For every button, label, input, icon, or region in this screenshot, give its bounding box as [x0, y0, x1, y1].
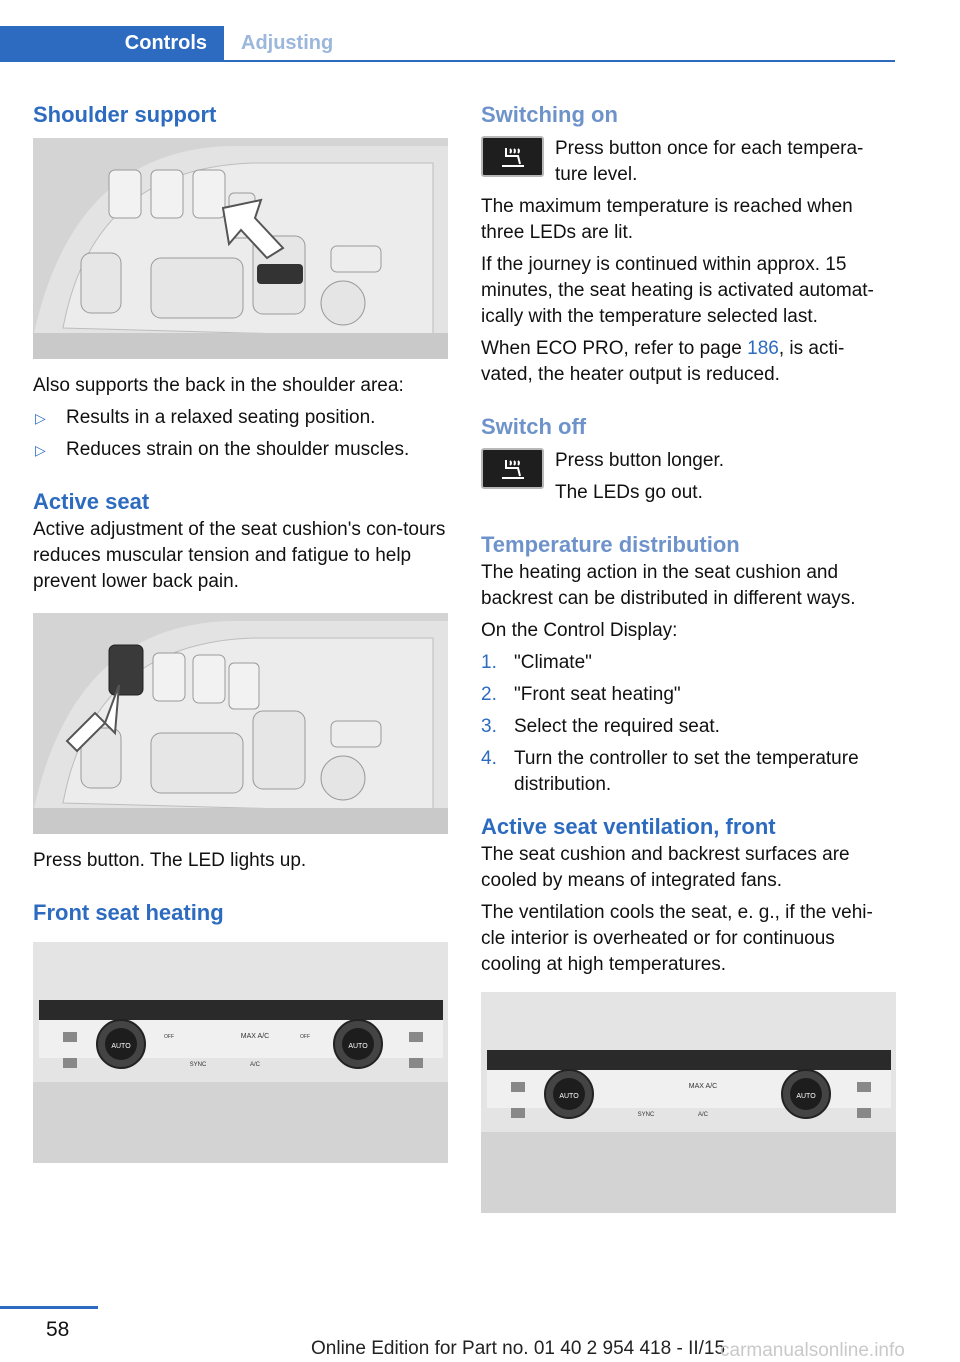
shoulder-benefits-list: ▷Results in a relaxed seating position. … [33, 405, 448, 463]
switch-off-line1: Press button longer. [555, 450, 724, 471]
temp-dist-text: The heating action in the seat cushion a… [481, 562, 856, 609]
active-seat-text: Active adjustment of the seat cushion's … [33, 519, 446, 592]
list-item: 2."Front seat heating" [481, 684, 681, 705]
auto-label-right: AUTO [796, 1093, 816, 1100]
switch-off-row: Press button longer. The LEDs go out. [481, 448, 896, 506]
max-temperature-text: The maximum temperature is reached when … [481, 196, 853, 243]
heading-front-seat-heating: Front seat heating [33, 900, 224, 925]
switching-on-text: Press button once for each tempera-ture … [555, 138, 864, 185]
temp-dist-steps: 1."Climate" 2."Front seat heating" 3.Sel… [481, 650, 896, 798]
control-display-text: On the Control Display: [481, 620, 678, 641]
edition-footer: Online Edition for Part no. 01 40 2 954 … [311, 1338, 726, 1359]
right-column: Switching on Press button once for each … [481, 100, 896, 1213]
triangle-bullet-icon: ▷ [35, 410, 46, 426]
page-link-186[interactable]: 186 [747, 338, 779, 359]
climate-panel-figure: AUTO AUTO MAX A/C SYNC A/C OFF OFF [33, 942, 448, 1163]
max-ac-label: MAX A/C [241, 1033, 269, 1040]
max-ac-label: MAX A/C [689, 1083, 717, 1090]
eco-pro-text: When ECO PRO, refer to page 186, is acti… [481, 338, 845, 385]
list-item: ▷Reduces strain on the shoulder muscles. [33, 437, 448, 463]
list-item: 1."Climate" [481, 652, 592, 673]
header-tabbar: Controls Adjusting [0, 26, 895, 62]
heading-active-seat: Active seat [33, 489, 150, 514]
list-item: ▷Results in a relaxed seating position. [33, 405, 448, 431]
page-number: 58 [46, 1318, 70, 1341]
active-seat-after-figure: Press button. The LED lights up. [33, 850, 307, 871]
journey-continued-text: If the journey is continued within appro… [481, 254, 874, 327]
sync-label: SYNC [190, 1062, 207, 1068]
off-label-left: OFF [164, 1034, 174, 1040]
list-item: 4.Turn the controller to set the tempera… [481, 748, 859, 795]
ventilation-text-2: The ventilation cools the seat, e. g., i… [481, 902, 873, 975]
shoulder-support-text: Also supports the back in the shoulder a… [33, 375, 404, 396]
ac-label: A/C [250, 1062, 261, 1068]
ventilation-text-1: The seat cushion and backrest surfaces a… [481, 844, 850, 891]
heading-temperature-distribution: Temperature distribution [481, 532, 740, 557]
watermark: carmanualsonline.info [720, 1340, 905, 1361]
left-column: Shoulder support Also supports the back … [33, 100, 448, 1163]
seat-controls-active-seat-figure [33, 613, 448, 834]
seat-controls-shoulder-figure [33, 138, 448, 359]
auto-label-left: AUTO [111, 1043, 131, 1050]
auto-label-right: AUTO [348, 1043, 368, 1050]
list-item: 3.Select the required seat. [481, 716, 720, 737]
auto-label-left: AUTO [559, 1093, 579, 1100]
ac-label: A/C [698, 1112, 709, 1118]
heading-switching-on: Switching on [481, 102, 618, 127]
heading-active-seat-ventilation: Active seat ventilation, front [481, 814, 776, 839]
tab-controls[interactable]: Controls [0, 26, 224, 60]
seat-heating-button-icon [481, 136, 544, 177]
off-label-right: OFF [300, 1034, 310, 1040]
climate-panel-ventilation-figure: AUTO AUTO MAX A/C SYNC A/C [481, 992, 896, 1213]
switching-on-row: Press button once for each tempera-ture … [481, 136, 896, 188]
sync-label: SYNC [638, 1112, 655, 1118]
footer-accent-line [0, 1306, 98, 1309]
switch-off-line2: The LEDs go out. [555, 482, 703, 503]
tab-adjusting[interactable]: Adjusting [241, 31, 334, 54]
triangle-bullet-icon: ▷ [35, 442, 46, 458]
seat-heating-button-icon [481, 448, 544, 489]
heading-shoulder-support: Shoulder support [33, 102, 217, 127]
heading-switch-off: Switch off [481, 414, 587, 439]
